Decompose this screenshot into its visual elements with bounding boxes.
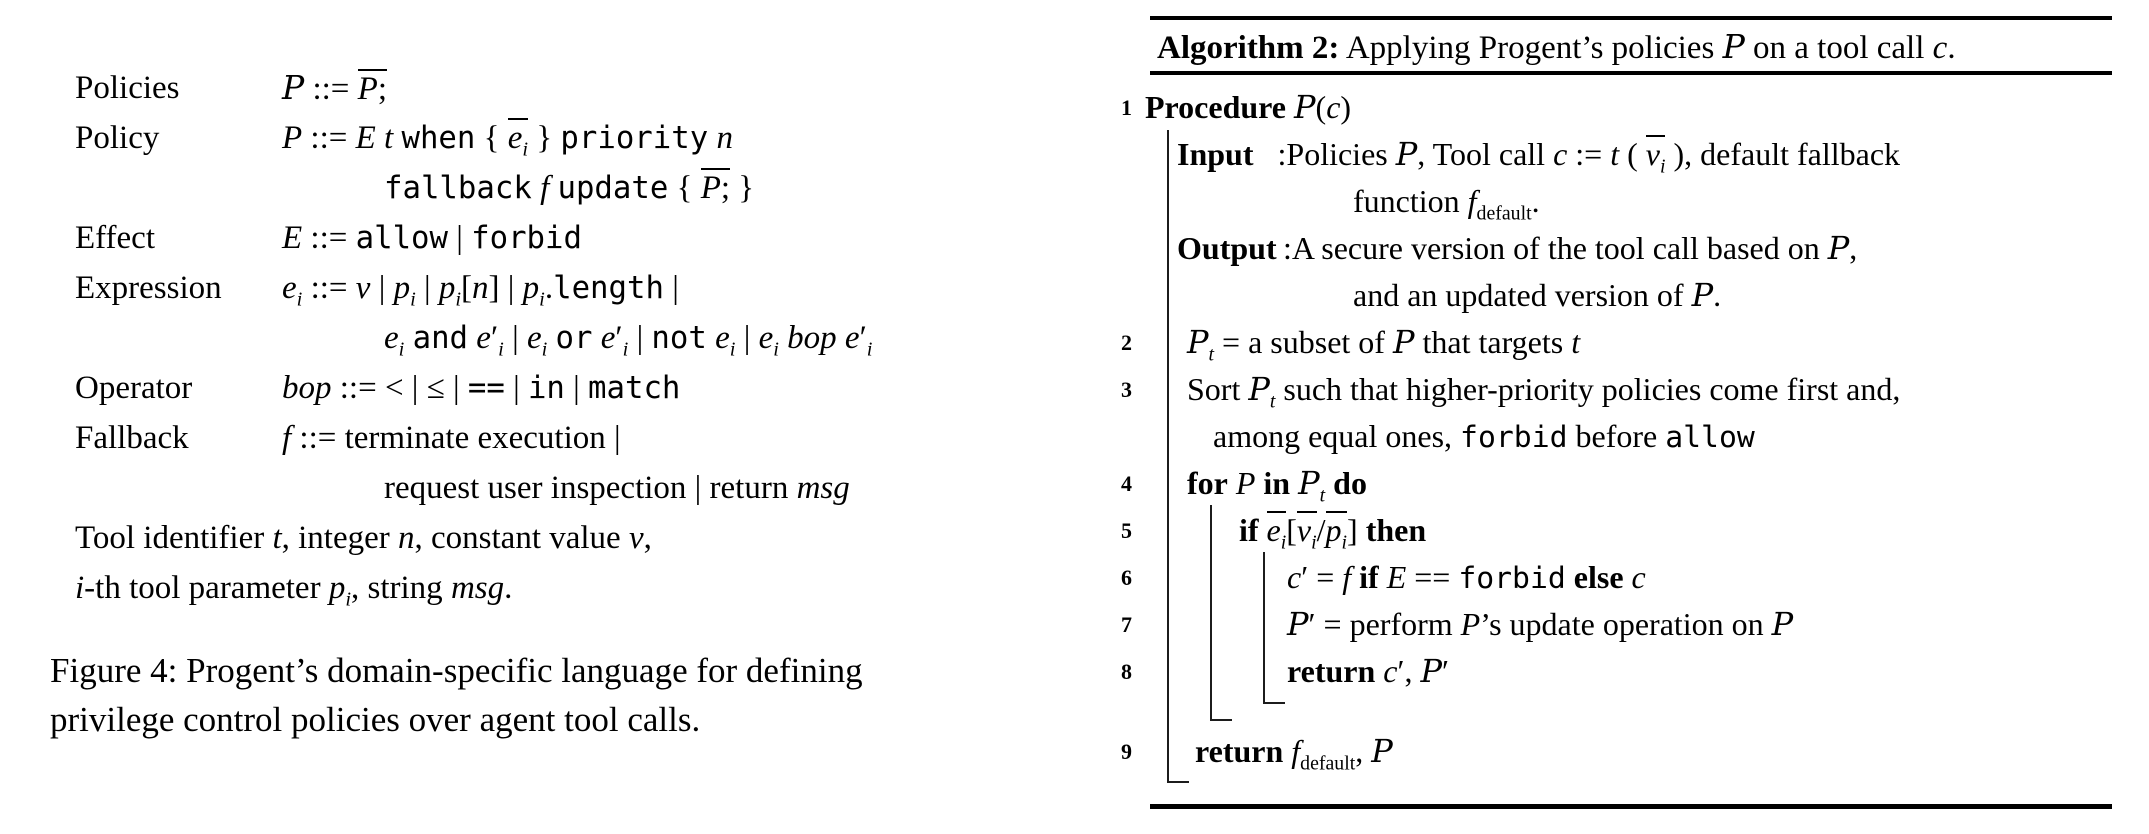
grammar-label <box>75 163 282 213</box>
algo-line-8: 8 return c′, P′ <box>1115 648 2135 695</box>
grammar-production: P ::= E t when { ei } priority n <box>282 118 733 161</box>
grammar-row-policy: Policy P ::= E t when { ei } priority n <box>75 113 1095 163</box>
grammar-table: Policies P ::= P; Policy P ::= E t when … <box>75 63 1095 613</box>
algo-line-text: return c′, P′ <box>1287 652 1450 690</box>
grammar-label: Operator <box>75 370 193 406</box>
algo-line-text: Output :A secure version of the tool cal… <box>1177 229 1858 267</box>
grammar-production: ei ::= v | pi | pi[n] | pi.length | <box>282 270 679 311</box>
grammar-row-operator: Operator bop ::= < | ≤ | == | in | match <box>75 363 1095 413</box>
algo-line-4: 4 for P in Pt do <box>1115 460 2135 507</box>
figure-caption-line: Figure 4: Progent’s domain-specific lang… <box>50 651 863 690</box>
figure-caption-line: privilege control policies over agent to… <box>50 700 701 739</box>
grammar-row-policies: Policies P ::= P; <box>75 63 1095 113</box>
algo-line-text: c′ = f if E == forbid else c <box>1287 559 1646 596</box>
algo-input-line: Input :Policies P, Tool call c := t ( vi… <box>1115 131 2135 178</box>
algo-line-text: Input :Policies P, Tool call c := t ( vi… <box>1177 135 1901 178</box>
grammar-production: f ::= terminate execution | <box>282 420 621 456</box>
grammar-label: Policy <box>75 120 160 156</box>
algo-line-3: 3 Sort Pt such that higher-priority poli… <box>1115 366 2135 413</box>
line-number: 3 <box>1121 377 1132 402</box>
algo-line-3-cont: among equal ones, forbid before allow <box>1115 413 2135 460</box>
algorithm-body: 1 Procedure P(c) Input :Policies P, Tool… <box>1115 84 2135 775</box>
algo-line-text: P′ = perform P’s update operation on P <box>1287 605 1794 643</box>
grammar-row-expression-cont: ei and e′i | ei or e′i | not ei | ei bop… <box>75 313 1095 363</box>
line-number: 6 <box>1121 565 1132 590</box>
for-block-line <box>1210 505 1232 721</box>
line-number: 5 <box>1121 518 1132 543</box>
algo-line-5: 5 if ei[vi/pi] then <box>1115 507 2135 554</box>
algo-line-text: and an updated version of P. <box>1353 276 1722 314</box>
line-number: 8 <box>1121 659 1132 684</box>
algo-input-line-cont: function fdefault. <box>1115 178 2135 225</box>
grammar-production: request user inspection | return msg <box>384 470 850 506</box>
algo-line-text: Procedure P(c) <box>1145 88 1352 126</box>
grammar-row-fallback: Fallback f ::= terminate execution | <box>75 413 1095 463</box>
algorithm-top-rule <box>1150 16 2112 20</box>
grammar-row-effect: Effect E ::= allow | forbid <box>75 213 1095 263</box>
if-block-line <box>1263 552 1285 704</box>
figure-caption: Figure 4: Progent’s domain-specific lang… <box>50 646 1060 744</box>
algorithm-caption-rule <box>1150 71 2112 75</box>
grammar-row-fallback-cont: request user inspection | return msg <box>75 463 1095 513</box>
grammar-label: Policies <box>75 70 180 106</box>
algo-line-text: function fdefault. <box>1353 183 1540 225</box>
algo-line-text: Pt = a subset of P that targets t <box>1187 323 1581 366</box>
procedure-block-line <box>1167 130 1189 783</box>
line-number: 1 <box>1121 95 1132 120</box>
grammar-label: Effect <box>75 220 156 256</box>
algo-line-text: Sort Pt such that higher-priority polici… <box>1187 370 1901 413</box>
grammar-production: E ::= allow | forbid <box>282 220 582 256</box>
line-number: 4 <box>1121 471 1132 496</box>
algo-line-1: 1 Procedure P(c) <box>1115 84 2135 131</box>
algorithm2-panel: Algorithm 2: Applying Progent’s policies… <box>1115 0 2135 834</box>
line-number: 9 <box>1121 739 1132 764</box>
grammar-production: fallback f update { P; } <box>384 168 755 206</box>
grammar-label <box>75 313 282 363</box>
grammar-production: P ::= P; <box>282 68 388 107</box>
grammar-label <box>75 463 282 513</box>
algo-line-text: among equal ones, forbid before allow <box>1213 418 1755 455</box>
algo-line-6: 6 c′ = f if E == forbid else c <box>1115 554 2135 601</box>
grammar-label: Fallback <box>75 420 189 456</box>
grammar-label: Expression <box>75 270 222 306</box>
line-number: 2 <box>1121 330 1132 355</box>
algo-line-9: 9 return fdefault, P <box>1115 728 2135 775</box>
grammar-production: ei and e′i | ei or e′i | not ei | ei bop… <box>384 320 873 361</box>
algo-output-line: Output :A secure version of the tool cal… <box>1115 225 2135 272</box>
algo-line-text: if ei[vi/pi] then <box>1239 511 1427 554</box>
algorithm-bottom-rule <box>1150 804 2112 809</box>
algorithm-title: Algorithm 2: Applying Progent’s policies… <box>1157 27 1956 66</box>
algo-line-2: 2 Pt = a subset of P that targets t <box>1115 319 2135 366</box>
grammar-row-expression: Expression ei ::= v | pi | pi[n] | pi.le… <box>75 263 1095 313</box>
algo-output-line-cont: and an updated version of P. <box>1115 272 2135 319</box>
algo-line-text: for P in Pt do <box>1187 464 1367 507</box>
line-number: 7 <box>1121 612 1132 637</box>
grammar-note-line: Tool identifier t, integer n, constant v… <box>75 520 652 556</box>
grammar-note-line: i-th tool parameter pi, string msg. <box>75 570 513 611</box>
algo-line-text: return fdefault, P <box>1195 732 1393 775</box>
grammar-production: bop ::= < | ≤ | == | in | match <box>282 370 681 406</box>
grammar-row-policy-cont: fallback f update { P; } <box>75 163 1095 213</box>
algo-line-7: 7 P′ = perform P’s update operation on P <box>1115 601 2135 648</box>
